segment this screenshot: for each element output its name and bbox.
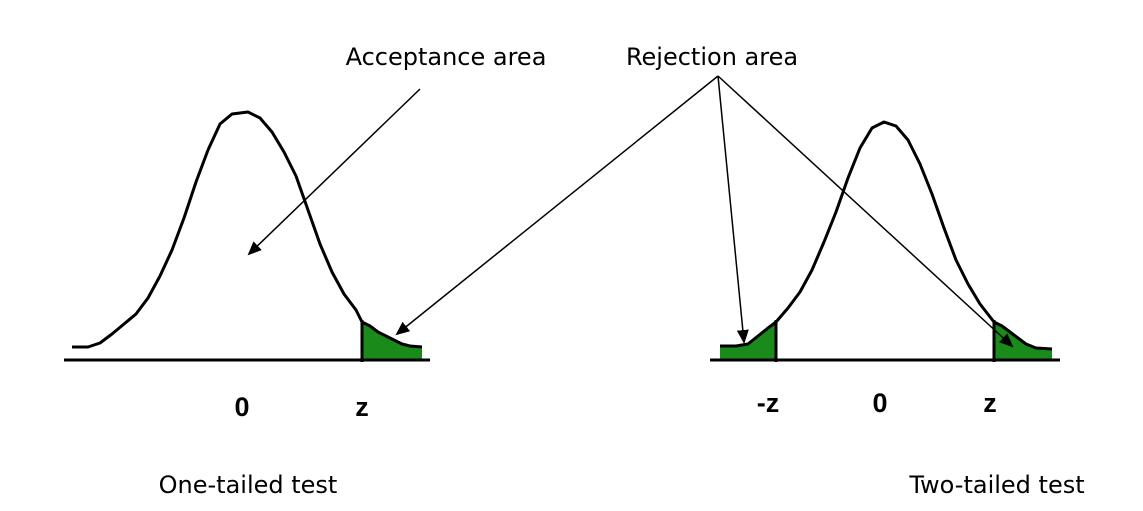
one-tailed-tick-z: z (355, 392, 369, 422)
two-tailed-tick-z: z (983, 388, 997, 418)
two-tailed-diagram: -z 0 z (710, 120, 1060, 418)
two-tailed-caption: Two-tailed test (908, 471, 1084, 499)
two-tailed-left-rejection-region (720, 322, 776, 360)
two-tailed-tick-zero: 0 (872, 388, 887, 418)
one-tailed-normal-curve (72, 110, 423, 349)
one-tailed-caption: One-tailed test (159, 471, 338, 499)
rejection-arrow-right-tail (717, 75, 1014, 348)
two-tailed-tick-neg-z: -z (757, 388, 780, 418)
one-tailed-diagram: 0 z (64, 110, 430, 422)
rejection-area-label: Rejection area (626, 43, 798, 71)
acceptance-arrow (247, 88, 421, 256)
acceptance-area-label: Acceptance area (346, 43, 547, 71)
two-tailed-normal-curve (720, 120, 1053, 351)
one-tailed-tick-zero: 0 (234, 392, 249, 422)
rejection-arrow-one-tailed (395, 75, 719, 336)
rejection-arrow-left-tail (717, 75, 749, 344)
